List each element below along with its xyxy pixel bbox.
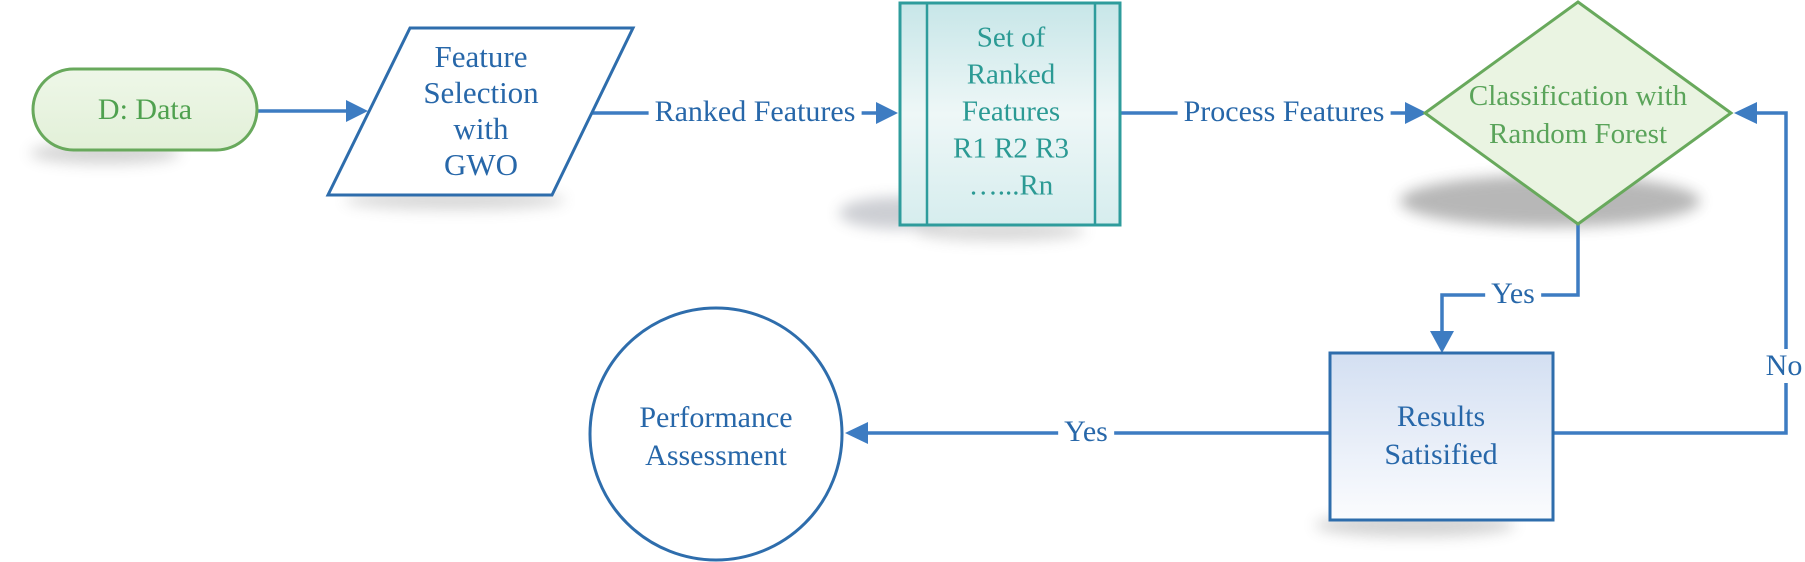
ranked-features-edge-label: Ranked Features [648, 95, 862, 129]
performance-label-line: Assessment [645, 439, 787, 472]
arrowhead-into-classification-left [1405, 102, 1427, 124]
feature-selection-label-line: Selection [423, 75, 539, 110]
ranked-set-label-line: …...Rn [968, 169, 1054, 202]
data-node-label: D: Data [97, 93, 193, 126]
performance-label-line: Performance [639, 401, 793, 434]
ranked-set-label-line: Ranked [966, 58, 1056, 91]
ranked-set-label-line: Features [961, 95, 1061, 128]
feature-selection-label-line: GWO [443, 147, 519, 182]
arrowhead-into-feature-selection [346, 100, 368, 122]
feature-selection-label-line: with [453, 111, 509, 146]
ranked-set-label: Set of Ranked Features R1 R2 R3 …...Rn [953, 20, 1069, 205]
results-label: Results Satisified [1384, 398, 1497, 474]
feature-selection-label-line: Feature [434, 39, 528, 74]
arrowhead-into-performance [845, 422, 868, 444]
classification-label-line: Random Forest [1488, 118, 1668, 150]
arrowhead-into-results [1430, 331, 1454, 353]
classification-decision-shape [1422, 0, 1734, 226]
yes-edge-label-to-performance: Yes [1058, 415, 1114, 449]
no-edge-label: No [1759, 349, 1805, 383]
yes-edge-label-to-results: Yes [1485, 277, 1541, 311]
data-node-shape [31, 67, 259, 152]
arrowhead-into-classification-right [1734, 102, 1757, 124]
performance-label: Performance Assessment [639, 399, 792, 475]
process-features-edge-label: Process Features [1177, 95, 1391, 129]
ranked-set-label-line: R1 R2 R3 [952, 132, 1070, 165]
ranked-set-label-line: Set of [976, 21, 1046, 54]
connector-no-loop [1553, 111, 1788, 435]
feature-selection-node-shape [325, 26, 636, 197]
results-node-shape [1328, 351, 1555, 522]
feature-selection-label: Feature Selection with GWO [423, 39, 538, 183]
performance-node-shape [588, 306, 844, 562]
ranked-set-node-shape [898, 1, 1122, 227]
classification-label: Classification with Random Forest [1469, 77, 1687, 153]
classification-label-line: Classification with [1468, 80, 1688, 112]
results-label-line: Satisified [1384, 438, 1498, 471]
results-label-line: Results [1396, 400, 1486, 433]
arrowhead-into-ranked-set [876, 102, 898, 124]
